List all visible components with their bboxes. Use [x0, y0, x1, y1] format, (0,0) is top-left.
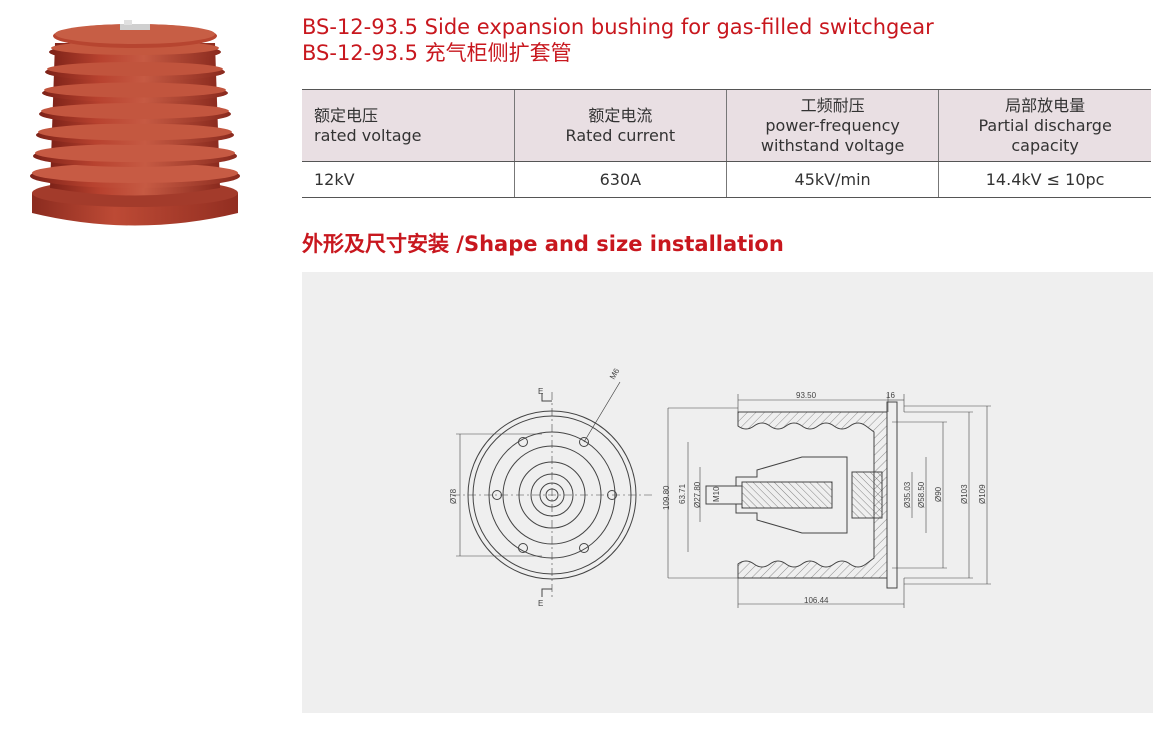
header-power-frequency-cn: 工频耐压: [800, 95, 865, 115]
header-rated-current: 额定电流 Rated current: [513, 89, 727, 162]
header-rated-voltage: 额定电压 rated voltage: [302, 89, 515, 162]
section-heading: 外形及尺寸安装 /Shape and size installation: [302, 232, 784, 256]
cell-rated-voltage: 12kV: [302, 161, 515, 198]
spec-table-header-row: 额定电压 rated voltage 额定电流 Rated current 工频…: [302, 89, 1151, 162]
cell-power-frequency: 45kV/min: [725, 161, 939, 198]
section-view-dimensions: [667, 394, 991, 608]
product-title-en: BS-12-93.5 Side expansion bushing for ga…: [302, 15, 934, 39]
header-power-frequency-en2: withstand voltage: [760, 135, 905, 155]
dim-63-71: 63.71: [678, 483, 687, 504]
label-m6: M6: [608, 366, 622, 381]
dim-109-80: 109.80: [662, 485, 671, 510]
dim-diameter-58-50: Ø58.50: [917, 481, 926, 508]
technical-drawing: E E M6 Ø78: [449, 366, 991, 608]
section-mark-top: E: [538, 387, 543, 396]
header-partial-discharge-en2: capacity: [1011, 135, 1079, 155]
spec-table: 额定电压 rated voltage 额定电流 Rated current 工频…: [302, 89, 1151, 198]
dim-diameter-35-03: Ø35.03: [903, 481, 912, 508]
dim-diameter-109: Ø109: [978, 484, 987, 504]
header-power-frequency-en1: power-frequency: [765, 115, 900, 135]
header-partial-discharge-cn: 局部放电量: [1005, 95, 1086, 115]
header-rated-voltage-en: rated voltage: [314, 125, 422, 145]
dim-diameter-27-80: Ø27.80: [693, 481, 702, 508]
header-rated-current-cn: 额定电流: [588, 105, 653, 125]
header-power-frequency: 工频耐压 power-frequency withstand voltage: [725, 89, 939, 162]
section-view: [705, 401, 898, 589]
bushing-product-photo: [30, 20, 240, 226]
product-title: BS-12-93.5 Side expansion bushing for ga…: [302, 14, 934, 66]
technical-drawing-panel: E E M6 Ø78: [302, 272, 1153, 713]
table-row: 12kV 630A 45kV/min 14.4kV ≤ 10pc: [302, 161, 1151, 198]
dim-106-44: 106.44: [804, 596, 829, 605]
section-mark-bottom: E: [538, 599, 543, 608]
header-rated-current-en: Rated current: [565, 125, 676, 145]
header-rated-voltage-cn: 额定电压: [314, 105, 379, 125]
cell-partial-discharge: 14.4kV ≤ 10pc: [938, 161, 1151, 198]
dim-16: 16: [886, 391, 895, 400]
header-partial-discharge-en1: Partial discharge: [978, 115, 1112, 135]
dim-m10: M10: [712, 486, 721, 502]
cell-rated-current: 630A: [513, 161, 727, 198]
dim-diameter-90: Ø90: [934, 486, 943, 502]
front-view: [452, 381, 652, 598]
header-partial-discharge: 局部放电量 Partial discharge capacity: [938, 89, 1151, 162]
dim-diameter-78: Ø78: [449, 488, 458, 504]
product-title-cn: BS-12-93.5 充气柜侧扩套管: [302, 41, 572, 65]
dim-diameter-103: Ø103: [960, 484, 969, 504]
dim-93-50: 93.50: [796, 391, 817, 400]
